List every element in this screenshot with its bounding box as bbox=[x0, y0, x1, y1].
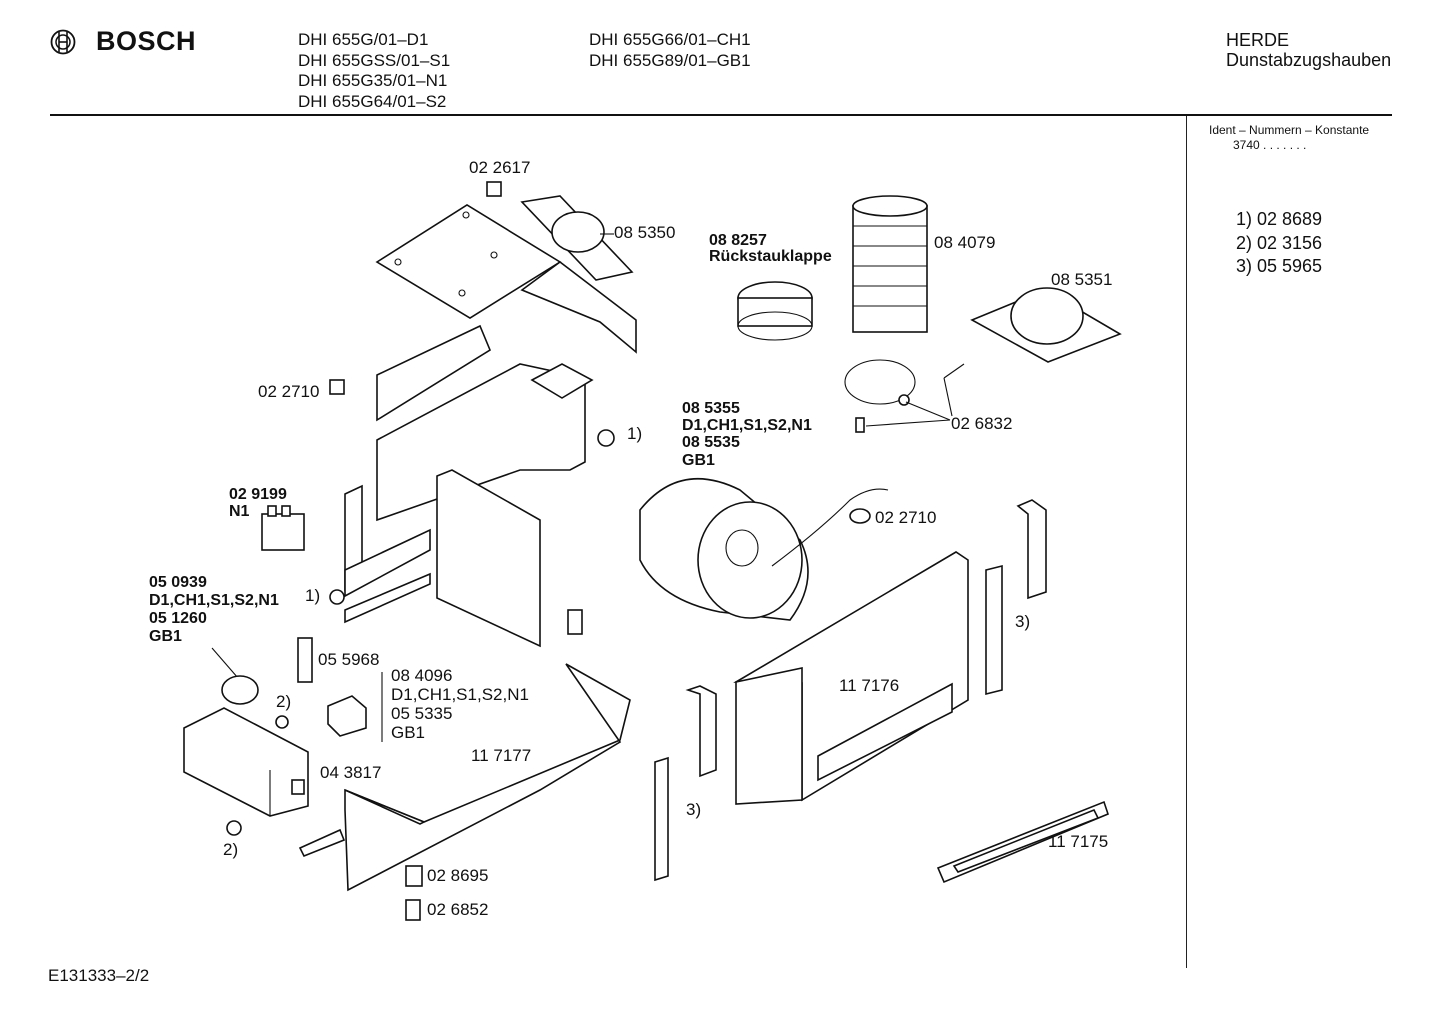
model-item: DHI 655GSS/01–S1 bbox=[298, 50, 451, 70]
capacitor-050939 bbox=[211, 647, 259, 705]
ident-label: Ident – Nummern – Konstante bbox=[1209, 123, 1370, 137]
part-label: 08 5535 bbox=[682, 434, 740, 451]
ident-value: 3740 . . . . . . . bbox=[1233, 138, 1307, 152]
flap-088257 bbox=[737, 281, 813, 341]
blower-085355 bbox=[639, 478, 889, 621]
part-label: Rückstauklappe bbox=[709, 248, 832, 265]
part-label: 11 7177 bbox=[471, 746, 532, 765]
flange-085350 bbox=[520, 195, 634, 281]
bosch-armature-icon bbox=[50, 29, 76, 54]
footnote-2: 2) 02 3156 bbox=[1236, 232, 1323, 253]
clip-022617 bbox=[486, 181, 502, 197]
screw-3 bbox=[275, 715, 289, 729]
part-variant: GB1 bbox=[149, 628, 182, 645]
category: HERDE Dunstabzugshauben bbox=[1226, 30, 1391, 70]
box bbox=[183, 707, 309, 817]
profile-3-right bbox=[985, 499, 1047, 696]
clip-022710-blower bbox=[849, 508, 871, 524]
part-label: 11 7175 bbox=[1048, 832, 1109, 851]
part-label: 05 5335 bbox=[391, 704, 453, 723]
part-variant: N1 bbox=[229, 503, 250, 520]
exploded-view-drawing bbox=[183, 181, 1122, 921]
part-label: 08 4096 bbox=[391, 666, 453, 685]
footnotes: 1) 02 8689 2) 02 3156 3) 05 5965 bbox=[1236, 208, 1322, 279]
part-ref: 1) bbox=[305, 586, 321, 605]
rear-panel bbox=[376, 324, 594, 522]
part-label: 08 5355 bbox=[682, 400, 740, 417]
model-item: DHI 655G66/01–CH1 bbox=[589, 30, 751, 49]
model-item: DHI 655G/01–D1 bbox=[298, 30, 429, 49]
part-variant: GB1 bbox=[682, 452, 715, 469]
part-ref: 2) bbox=[223, 840, 239, 859]
panel-117176 bbox=[733, 551, 969, 805]
part-label: 11 7176 bbox=[839, 676, 900, 695]
grille-085351 bbox=[970, 287, 1122, 363]
part-label: 05 1260 bbox=[149, 610, 207, 627]
relay-084096 bbox=[327, 695, 367, 737]
transformer-029199 bbox=[261, 505, 305, 551]
part-label: 02 9199 bbox=[229, 486, 287, 503]
screw-2 bbox=[329, 589, 345, 605]
part-ref: 3) bbox=[1015, 612, 1031, 631]
part-ref: 3) bbox=[686, 800, 702, 819]
part-label: 02 2710 bbox=[875, 508, 937, 527]
model-list-1: DHI 655G/01–D1 DHI 655GSS/01–S1 DHI 655G… bbox=[298, 30, 450, 112]
footnote-1: 1) 02 8689 bbox=[1236, 209, 1323, 229]
knob-028695 bbox=[405, 865, 423, 887]
model-list-2: DHI 655G66/01–CH1 DHI 655G89/01–GB1 bbox=[589, 30, 751, 71]
model-item: DHI 655G89/01–GB1 bbox=[589, 50, 751, 70]
panel-117177 bbox=[344, 663, 631, 892]
side-panel-right bbox=[436, 469, 583, 648]
grille-117175 bbox=[936, 800, 1109, 884]
part-ref: 1) bbox=[627, 424, 643, 443]
part-label: 02 6852 bbox=[427, 900, 489, 919]
part-label: 05 5968 bbox=[318, 650, 380, 669]
ident-block: Ident – Nummern – Konstante 3740 . . . .… bbox=[1209, 123, 1369, 153]
clip-043817 bbox=[291, 779, 305, 795]
part-label: 08 4079 bbox=[934, 233, 996, 252]
header-rule bbox=[50, 114, 1392, 116]
part-label: 02 8695 bbox=[427, 866, 489, 885]
category-sub: Dunstabzugshauben bbox=[1226, 50, 1392, 70]
part-ref: 2) bbox=[276, 692, 292, 711]
category-main: HERDE bbox=[1226, 30, 1290, 50]
part-label: 02 6832 bbox=[951, 414, 1013, 433]
part-variant: D1,CH1,S1,S2,N1 bbox=[391, 685, 529, 704]
part-label: 08 5350 bbox=[614, 223, 676, 242]
clip-022710 bbox=[329, 379, 345, 395]
strip bbox=[298, 828, 346, 858]
screw-4 bbox=[226, 820, 242, 836]
fuse-055968 bbox=[297, 637, 313, 683]
part-label: 05 0939 bbox=[149, 574, 207, 591]
hose-084079 bbox=[852, 195, 928, 333]
part-label: 08 5351 bbox=[1051, 270, 1113, 289]
model-item: DHI 655G35/01–N1 bbox=[298, 71, 448, 90]
clamp-026832 bbox=[844, 359, 965, 433]
part-label: 02 2617 bbox=[469, 158, 531, 177]
part-variant: D1,CH1,S1,S2,N1 bbox=[149, 592, 279, 609]
brand: BOSCH bbox=[50, 26, 196, 57]
profile-3-left bbox=[654, 685, 717, 882]
drawing-id: E131333–2/2 bbox=[48, 966, 150, 985]
knob-026852 bbox=[405, 899, 421, 921]
footnote-3: 3) 05 5965 bbox=[1236, 256, 1323, 276]
top-plate bbox=[375, 204, 637, 354]
model-item: DHI 655G64/01–S2 bbox=[298, 91, 447, 111]
brand-name: BOSCH bbox=[96, 26, 197, 56]
part-label: 02 2710 bbox=[258, 382, 320, 401]
part-variant: D1,CH1,S1,S2,N1 bbox=[682, 417, 812, 434]
part-label: 04 3817 bbox=[320, 763, 382, 782]
part-label: 08 8257 bbox=[709, 232, 767, 249]
screw-1 bbox=[597, 429, 615, 447]
side-panel-left bbox=[344, 484, 431, 624]
part-variant: GB1 bbox=[391, 723, 426, 742]
sidebar-rule bbox=[1186, 116, 1187, 968]
